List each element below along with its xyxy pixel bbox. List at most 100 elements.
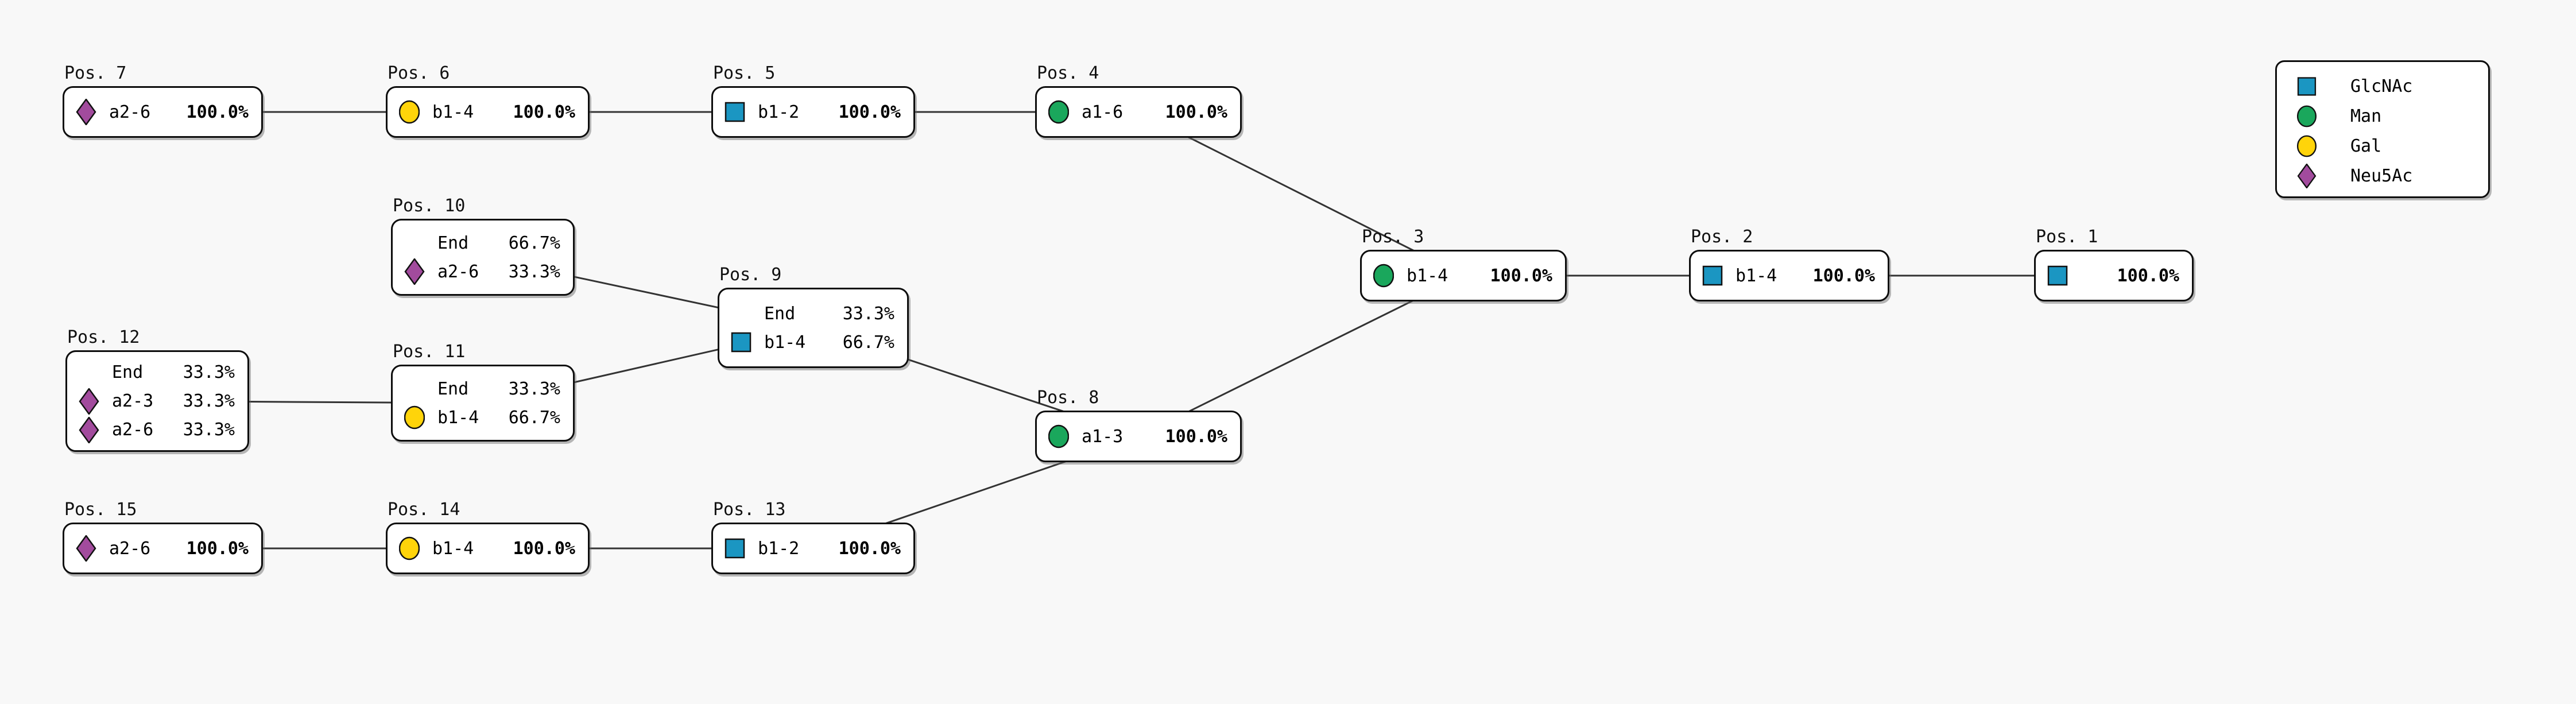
neu5ac-icon-cell [79,416,99,443]
linkage-label: a2-6 [109,538,151,559]
glcnac-icon-cell [1702,262,1723,289]
neu5ac-icon [76,535,96,562]
glcnac-icon-cell [725,535,745,562]
neu5ac-icon-cell [76,99,96,125]
legend-swatch-cell [2294,74,2319,99]
gal-icon-cell [399,535,420,562]
percent-value: 33.3% [183,362,235,382]
linkage-label: b1-4 [432,102,474,122]
linkage-label: a2-6 [112,420,154,440]
percent-value: 66.7% [508,407,560,428]
node-row: b1-4 66.7% [731,328,894,357]
node-title: Pos. 2 [1691,227,1753,247]
glcnac-icon [725,538,745,559]
glcnac-icon [2297,76,2317,96]
percent-value: 66.7% [508,233,560,253]
neu5ac-icon [2297,163,2317,188]
percent-value: 100.0% [838,102,901,122]
node-title: Pos. 14 [388,500,460,520]
linkage-label: b1-4 [764,332,806,353]
glcnac-icon-cell [2047,262,2068,289]
node-title: Pos. 12 [67,327,140,347]
node-row: 100.0% [2047,261,2179,290]
linkage-label: End [112,362,144,382]
neu5ac-icon [404,258,425,285]
neu5ac-icon-cell [404,258,425,285]
node-title: Pos. 3 [1362,227,1424,247]
node-title: Pos. 8 [1037,388,1099,408]
gal-icon [2297,135,2317,157]
linkage-label: a1-6 [1082,102,1124,122]
percent-value: 100.0% [838,538,901,559]
percent-value: 33.3% [842,303,894,324]
glcnac-icon [725,102,745,122]
neu5ac-icon [79,416,99,443]
legend-swatch-cell [2294,103,2319,129]
man-icon-cell [1048,99,1069,125]
legend-swatch-cell [2294,163,2319,188]
percent-value: 33.3% [508,261,560,282]
percent-value: 100.0% [186,102,249,122]
percent-value: 100.0% [513,538,575,559]
empty-icon-cell [404,230,425,256]
legend-item: GlcNAc [2294,71,2477,101]
linkage-label: a2-3 [112,391,154,411]
man-icon [1048,424,1069,448]
gal-icon-cell [404,404,425,431]
node-row: b1-2 100.0% [725,98,901,126]
percent-value: 66.7% [842,332,894,353]
empty-icon-cell [79,359,99,386]
empty-icon-cell [731,300,752,327]
neu5ac-icon-cell [76,535,96,562]
legend-swatch-cell [2294,133,2319,158]
linkage-label: End [764,303,796,324]
percent-value: 33.3% [183,391,235,411]
node-title: Pos. 11 [393,342,466,362]
glcnac-icon [731,332,752,353]
legend-label: GlcNAc [2350,76,2413,96]
node-row: b1-4 100.0% [1373,261,1552,290]
node-row: End 33.3% [731,299,894,328]
percent-value: 100.0% [1490,265,1552,286]
node-title: Pos. 13 [713,500,786,520]
glcnac-icon-cell [725,99,745,125]
man-icon [2297,105,2317,127]
man-icon [1048,100,1069,124]
linkage-label: End [437,378,469,399]
linkage-label: a2-6 [437,261,479,282]
percent-value: 100.0% [1165,426,1227,447]
node-title: Pos. 10 [393,196,466,216]
linkage-label: b1-4 [1407,265,1448,286]
linkage-label: b1-4 [1736,265,1777,286]
legend-item: Neu5Ac [2294,161,2477,191]
man-icon-cell [1373,262,1394,289]
legend-label: Neu5Ac [2350,165,2413,186]
gal-icon-cell [399,99,420,125]
legend-item: Man [2294,101,2477,131]
node-row: a2-6 33.3% [404,257,560,286]
node-pos3: Pos. 3 b1-4 100.0% [1360,227,1567,301]
linkage-label: b1-2 [758,102,800,122]
legend-item: Gal [2294,131,2477,161]
glcnac-icon-cell [731,329,752,355]
percent-value: 100.0% [186,538,249,559]
